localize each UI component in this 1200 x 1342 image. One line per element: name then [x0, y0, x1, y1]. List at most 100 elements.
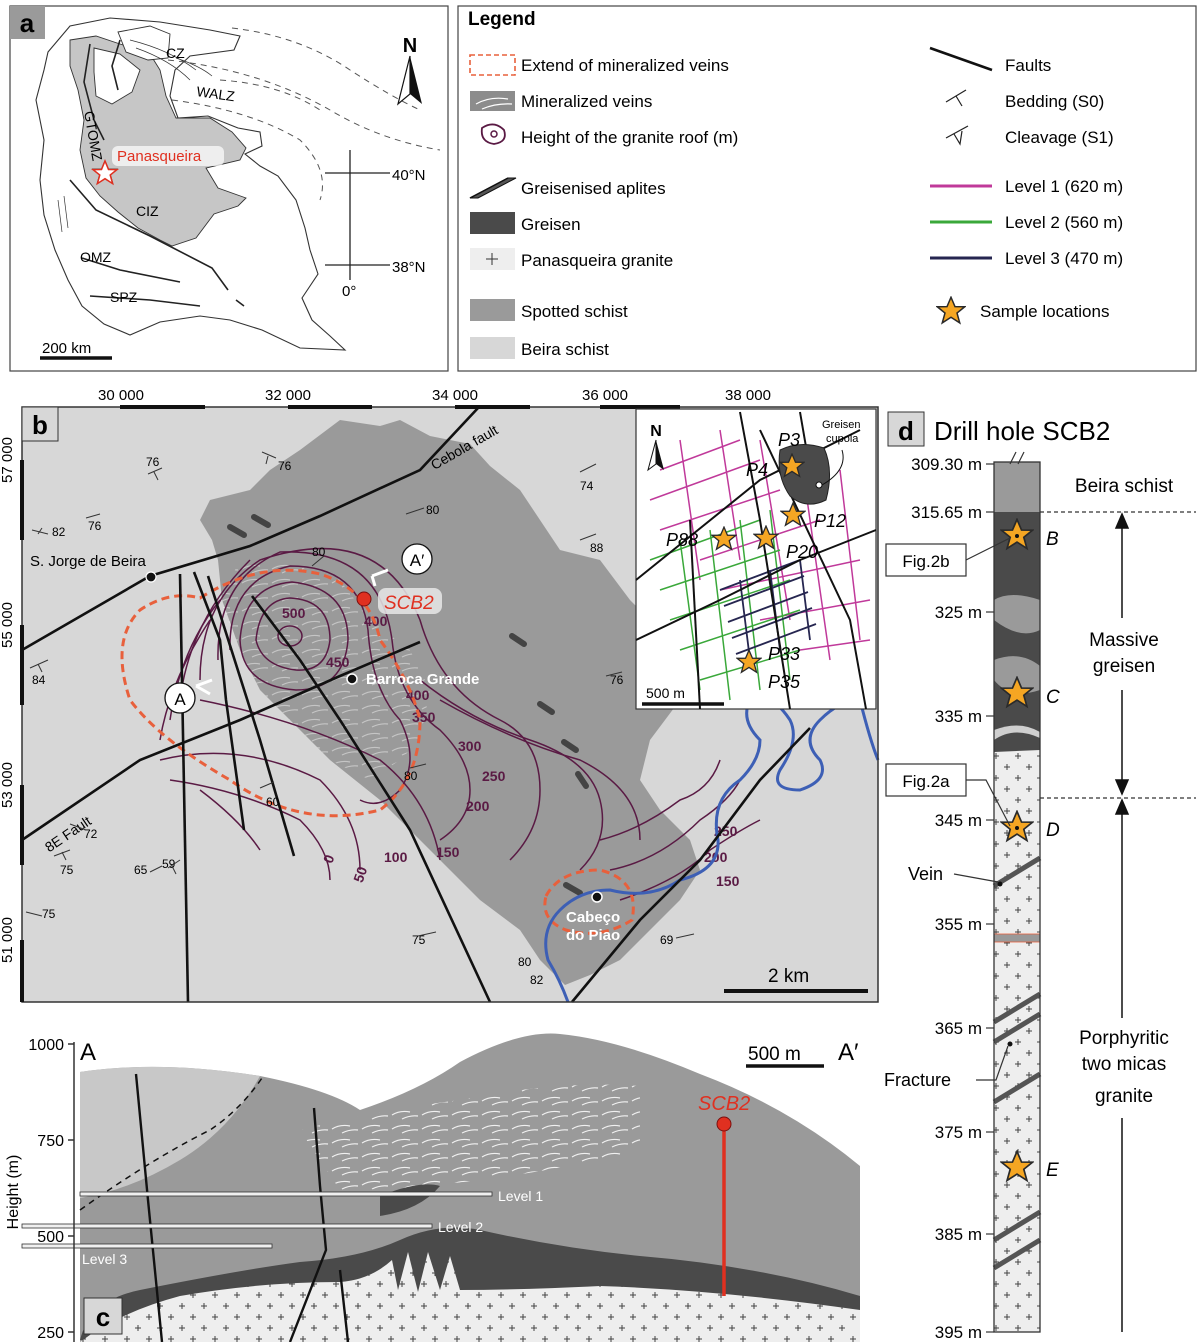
x-tick-36000: 36 000 [582, 387, 628, 404]
vein-texture [220, 560, 430, 780]
zone-ciz: CIZ [136, 203, 159, 219]
legend-frame [457, 5, 1197, 372]
barroca-marker [346, 673, 358, 685]
sjorge-marker [145, 571, 157, 583]
dip-21: 69 [660, 933, 674, 947]
section-markers [195, 568, 389, 696]
panel-c-label: c [96, 1302, 110, 1332]
contour-50: 50 [350, 864, 370, 884]
dip-13: 72 [84, 827, 98, 841]
x-tick-38000: 38 000 [725, 387, 771, 404]
contour-450: 450 [326, 654, 350, 670]
sample-d: D [1046, 820, 1060, 841]
unit-beira-schist: Beira schist [1075, 476, 1174, 497]
inset-p3: P3 [778, 430, 800, 450]
contour-350: 350 [412, 709, 436, 725]
dip-7: 74 [580, 479, 594, 493]
unit-two-micas: two micas [1082, 1054, 1166, 1075]
structural-trends [57, 39, 213, 233]
dip-4: 76 [88, 519, 102, 533]
drillhole-title: Drill hole SCB2 [934, 416, 1110, 446]
section-contact [79, 1077, 263, 1211]
dip-17: 75 [42, 907, 56, 921]
panel-a-label-box [10, 6, 45, 39]
fracture-annotation: Fracture [884, 1070, 951, 1090]
depth-355: 355 m [935, 915, 982, 934]
zone-omz: OMZ [80, 249, 112, 265]
scb2-label-b: SCB2 [384, 593, 434, 614]
inset-frame [635, 408, 877, 710]
barroca-label: Barroca Grande [366, 671, 479, 688]
sjorge-label: S. Jorge de Beira [30, 553, 147, 570]
section-a-label: A [80, 1039, 96, 1066]
depth-labels: 309.30 m 315.65 m 325 m 335 m 345 m 355 … [911, 455, 982, 1342]
section-ylabel: Height (m) [5, 1155, 22, 1230]
legend: Legend Extend of mineralized veins Miner… [457, 5, 1197, 372]
depth-ticks [986, 463, 994, 1333]
legend-level1: Level 1 (620 m) [1005, 177, 1123, 196]
a-label-b: A [174, 690, 186, 709]
panel-b: 30 000 32 000 34 000 36 000 38 000 57 00… [0, 387, 880, 1003]
dip-1: 76 [146, 455, 160, 469]
dip-10: 76 [610, 673, 624, 687]
depth-325: 325 m [935, 603, 982, 622]
level1-label-c: Level 1 [498, 1188, 543, 1204]
inset-p20: P20 [786, 542, 818, 562]
contour-150a: 150 [436, 844, 460, 860]
cabeco-marker [591, 891, 603, 903]
scb2-collar-c [716, 1116, 732, 1132]
legend-level3: Level 3 (470 m) [1005, 249, 1123, 268]
y-tick-250: 250 [37, 1325, 64, 1342]
sample-b: B [1046, 529, 1059, 550]
scale-label-c: 500 m [748, 1044, 801, 1065]
panel-c-label-box [83, 1297, 123, 1335]
inset-north-arrow [647, 439, 664, 472]
panel-d-label-box [887, 411, 925, 447]
y-tick-750: 750 [37, 1133, 64, 1150]
depth-385: 385 m [935, 1225, 982, 1244]
unit-greisen: greisen [1093, 656, 1155, 677]
spotted-schist-area [200, 420, 710, 985]
scb2-marker-b [356, 591, 372, 607]
panel-b-label-box [21, 406, 59, 442]
river [544, 696, 880, 1003]
legend-title: Legend [468, 9, 536, 30]
fig2b-box [885, 543, 967, 577]
y-tick-51000: 51 000 [0, 917, 16, 963]
dip-20: 82 [530, 973, 544, 987]
legend-cleavage-symbol [945, 125, 969, 146]
core-outline [993, 461, 1041, 1333]
y-tick-53000: 53 000 [0, 762, 16, 808]
vein-annotation: Vein [908, 864, 943, 884]
dip-labels: 76 76 82 76 84 80 74 80 88 76 80 60 72 7… [32, 455, 674, 987]
dip-symbols [25, 451, 695, 939]
inset-scale-label: 500 m [646, 685, 685, 701]
sample-e: E [1046, 1160, 1059, 1181]
inset-cupola-label-1: Greisen [822, 419, 861, 431]
depth-395: 395 m [935, 1323, 982, 1342]
mine-levels [21, 1191, 493, 1249]
lat-38-label: 38°N [392, 259, 426, 276]
legend-greisen-swatch [470, 212, 515, 234]
faults [21, 407, 811, 1003]
legend-roof-swatch [480, 123, 506, 145]
dip-19: 80 [518, 955, 532, 969]
cabeco-label-2: do Piao [566, 927, 620, 944]
unit-granite: granite [1095, 1086, 1153, 1107]
inset-p35: P35 [768, 672, 801, 692]
legend-aplite-swatch [469, 177, 517, 199]
inset-sample-labels: P3 P4 P12 P88 P20 P33 P35 [666, 430, 846, 692]
legend-cleavage: Cleavage (S1) [1005, 128, 1114, 147]
lat-40-label: 40°N [392, 167, 426, 184]
granite-section [80, 1252, 860, 1342]
cz-region [117, 25, 171, 61]
legend-level2: Level 2 (560 m) [1005, 213, 1123, 232]
inset-cupola-label-2: cupola [826, 433, 859, 445]
scb2-label-bg [378, 588, 442, 614]
north-label-a: N [403, 35, 417, 57]
inset-faults [635, 411, 877, 710]
fig2a-box [885, 763, 967, 797]
zone-cz: CZ [166, 45, 185, 61]
inset-map: Greisen cupola N P3 P4 P12 P88 P20 P33 P… [635, 408, 877, 710]
depth-375: 375 m [935, 1123, 982, 1142]
